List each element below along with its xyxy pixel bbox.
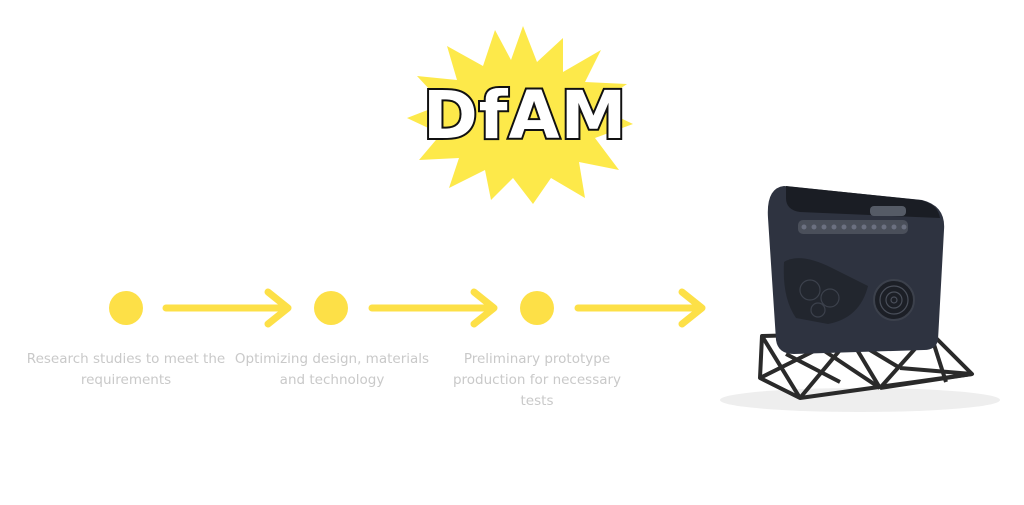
process-flow	[109, 288, 706, 328]
pocket-lattice	[799, 279, 840, 318]
step-1-dot	[109, 291, 143, 325]
speaker-rings	[879, 285, 909, 315]
arrow-3	[574, 288, 706, 328]
arrow-1	[162, 288, 292, 328]
step-3-label: Preliminary prototype production for nec…	[452, 351, 622, 409]
texture-dots	[801, 224, 907, 230]
arrow-2	[368, 288, 498, 328]
starburst-shape	[407, 26, 633, 204]
step-3-dot	[520, 291, 554, 325]
dfam-logo-text: DfAM	[423, 77, 627, 154]
dfam-logo: DfAM	[407, 26, 633, 204]
door-pocket	[783, 258, 868, 324]
step-1-label: Research studies to meet the requirement…	[26, 351, 226, 388]
door-handle	[870, 206, 906, 216]
step-2-dot	[314, 291, 348, 325]
car-door-panel-icon	[720, 186, 1000, 412]
step-2-label: Optimizing design, materials and technol…	[234, 351, 430, 388]
